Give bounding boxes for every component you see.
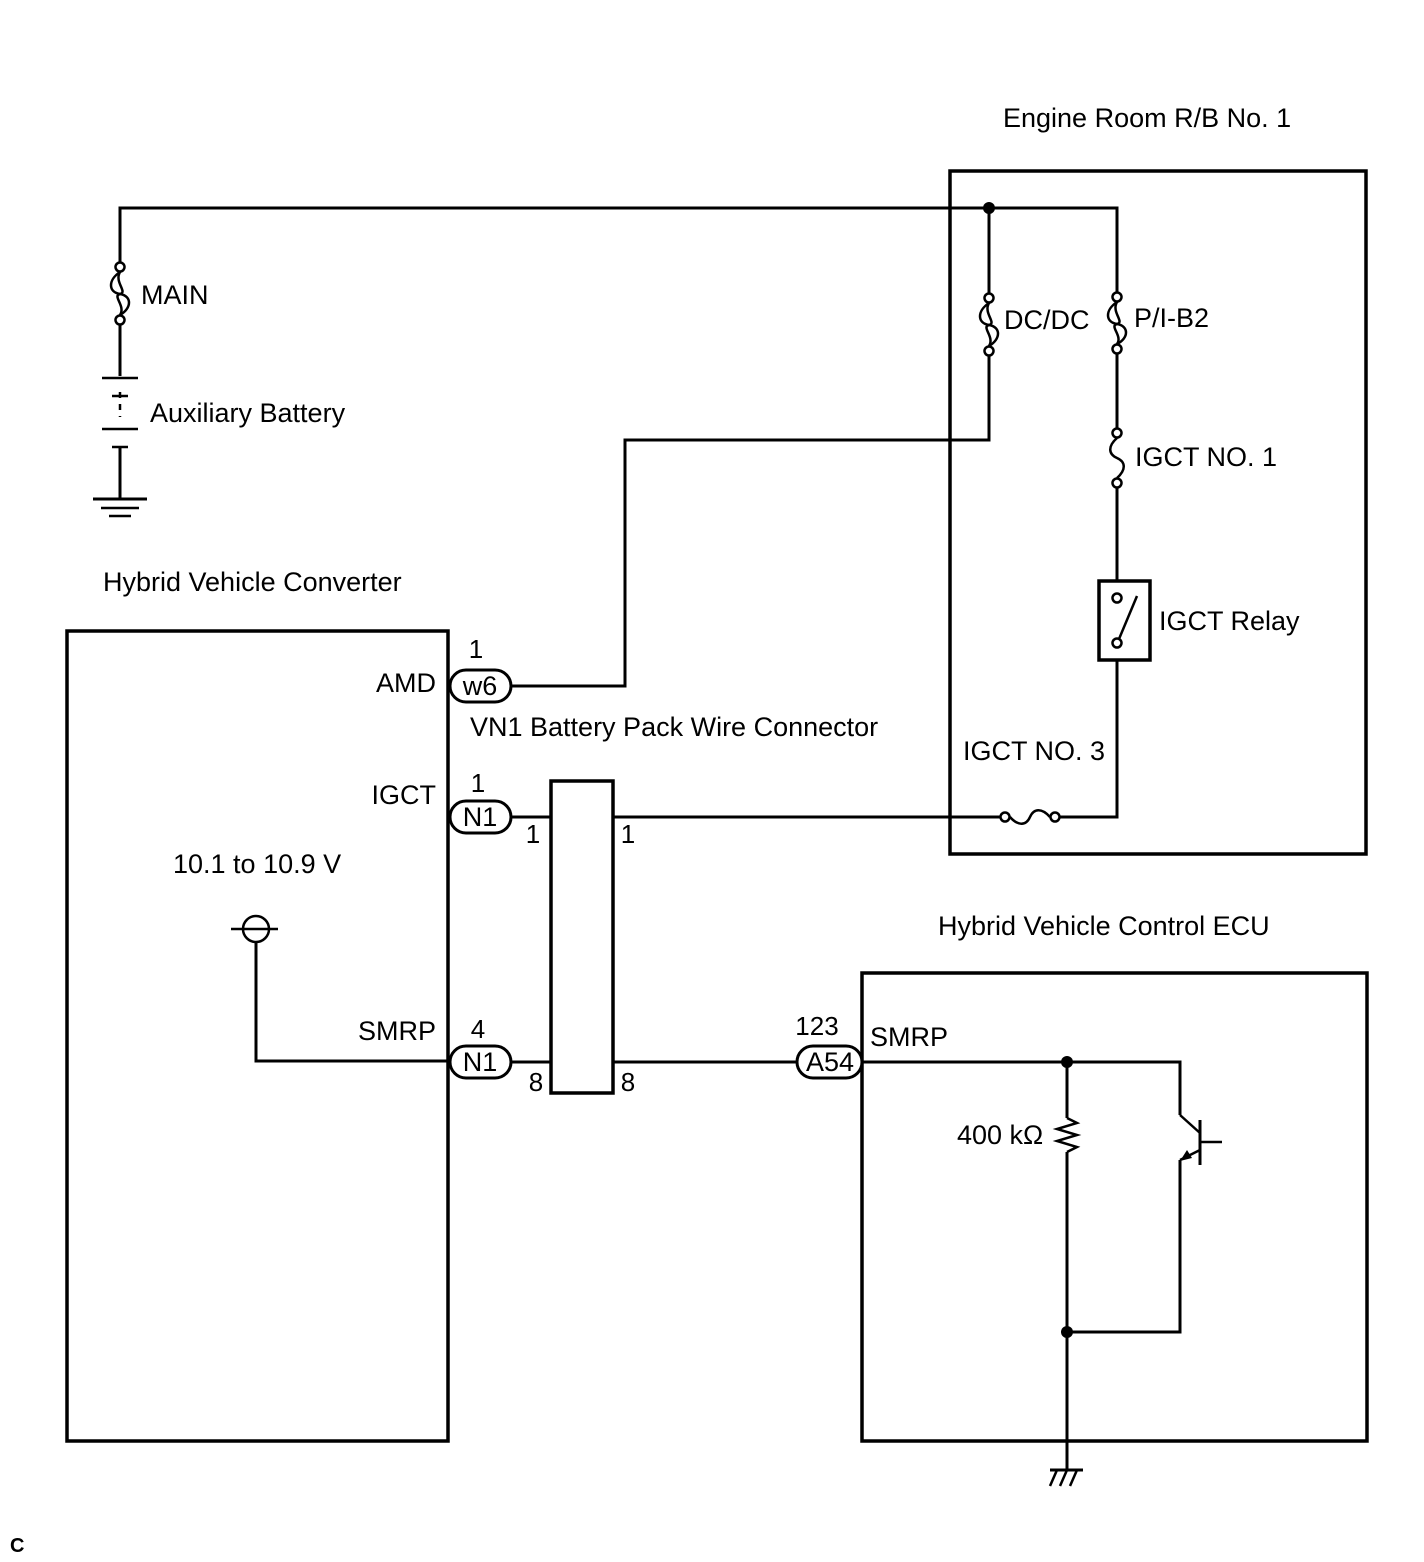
smrp-pin-number: 4 [471,1014,485,1044]
pib2-fuse-label: P/I-B2 [1134,303,1209,333]
hv-converter-box [65,629,450,1443]
transistor-icon [1179,1114,1222,1165]
wire-dcdc-to-amd [511,356,991,688]
vn1-connector-label: VN1 Battery Pack Wire Connector [470,712,878,742]
pib2-fuse-icon [1106,291,1128,355]
ecu-connector-code: A54 [806,1047,854,1077]
ecu-terminal-label: SMRP [870,1022,948,1052]
auxiliary-battery-icon [93,376,147,518]
igct-no3-fuse-label: IGCT NO. 3 [963,736,1105,766]
vn1-connector-box [549,779,615,1095]
igct-relay-icon [1060,579,1152,819]
engine-room-rb-box [948,169,1368,856]
ecu-internal-circuit [862,1056,1182,1470]
ground-icon [1048,1468,1083,1487]
ecu-pin-number: 123 [795,1011,838,1041]
igct-no1-fuse-icon [1109,427,1125,489]
main-fuse-icon [109,261,131,326]
igct-pin-number: 1 [471,768,485,798]
dcdc-fuse-icon [978,292,1000,357]
igct-no3-fuse-icon [999,809,1061,825]
igct-no1-fuse-label: IGCT NO. 1 [1135,442,1277,472]
igct-relay-label: IGCT Relay [1159,606,1300,636]
voltmeter-probe-icon [231,914,450,1063]
resistor-label: 400 kΩ [957,1120,1043,1150]
hv-control-ecu-box [860,971,1369,1443]
igct-terminal-label: IGCT [372,780,437,810]
hv-converter-label: Hybrid Vehicle Converter [103,567,402,597]
voltage-reading: 10.1 to 10.9 V [173,849,341,879]
smrp-connector-code: N1 [463,1047,498,1077]
footer-code: C [10,1535,24,1557]
vn1-pin-igct-left: 1 [526,819,540,849]
engine-room-rb-label: Engine Room R/B No. 1 [1003,103,1291,133]
auxiliary-battery-label: Auxiliary Battery [150,398,346,428]
hv-control-ecu-label: Hybrid Vehicle Control ECU [938,911,1270,941]
igct-connector-code: N1 [463,802,498,832]
amd-terminal-label: AMD [376,668,436,698]
amd-pin-number: 1 [469,634,483,664]
dcdc-fuse-label: DC/DC [1004,305,1090,335]
vn1-pin-igct-right: 1 [621,819,635,849]
smrp-terminal-label: SMRP [358,1016,436,1046]
amd-connector-code: w6 [462,671,498,701]
main-fuse-label: MAIN [141,280,209,310]
resistor-icon [1052,1116,1082,1154]
vn1-pin-smrp-left: 8 [529,1067,543,1097]
vn1-pin-smrp-right: 8 [621,1067,635,1097]
amd-connector-badge [448,668,513,704]
main-power-circuit [118,202,1119,376]
